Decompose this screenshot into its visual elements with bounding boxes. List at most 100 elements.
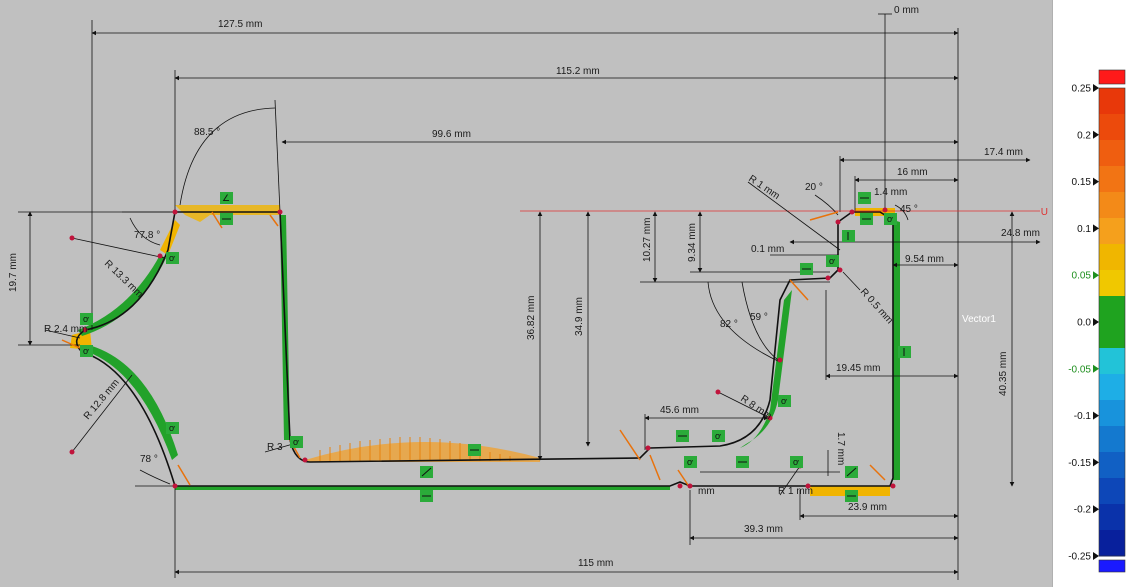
- vector-label: Vector1: [962, 314, 996, 325]
- scale-label: 0.1: [1077, 224, 1091, 235]
- marker-top-right-2[interactable]: ơ: [884, 213, 897, 225]
- svg-text:ơ: ơ: [829, 256, 835, 266]
- marker-bottom-right-3[interactable]: [845, 490, 858, 502]
- dim-115: 115 mm: [578, 558, 613, 569]
- dim-115-2: 115.2 mm: [556, 66, 600, 77]
- dim-r0-5: R 0.5 mm: [858, 287, 895, 327]
- scale-tick: [1093, 458, 1099, 467]
- scale-band: [1099, 400, 1125, 427]
- dim-17-4: 17.4 mm: [984, 147, 1023, 158]
- dim-20deg: 20 °: [805, 182, 823, 193]
- marker-neck-4[interactable]: [858, 192, 871, 204]
- dim-19-7: 19.7 mm: [8, 253, 19, 292]
- scale-label: -0.15: [1068, 458, 1091, 469]
- marker-right-wall[interactable]: [898, 346, 911, 358]
- dim-82deg: 82 °: [720, 319, 738, 330]
- scale-band: [1099, 192, 1125, 219]
- marker-top-plate-2[interactable]: [220, 213, 233, 225]
- marker-neck-3[interactable]: [842, 230, 855, 242]
- scale-tick: [1093, 552, 1099, 560]
- scale-band: [1099, 218, 1125, 245]
- scale-band: [1099, 452, 1125, 479]
- dim-r1-bottom: R 1 mm: [778, 486, 813, 497]
- scale-tick: [1093, 271, 1099, 280]
- dim-77-8: 77.8 °: [134, 230, 160, 241]
- marker-inner-corner[interactable]: ơ: [290, 436, 303, 448]
- marker-bottom-line[interactable]: [468, 444, 481, 456]
- dim-mm: mm: [698, 486, 715, 497]
- annotation-markers[interactable]: ∠ ơ ơ ơ ơ ơ ơ ơ ơ ơ ơ: [80, 192, 911, 502]
- svg-text:ơ: ơ: [715, 431, 721, 441]
- marker-base-1[interactable]: [420, 466, 433, 478]
- dim-r12-8: R 12.8 mm: [82, 377, 122, 422]
- dim-99-6: 99.6 mm: [432, 129, 471, 140]
- marker-curve-2[interactable]: ơ: [166, 422, 179, 434]
- deviation-green-right-slope: [740, 290, 792, 448]
- marker-step-1[interactable]: [676, 430, 689, 442]
- dim-r1-top: R 1 mm: [746, 173, 781, 202]
- dim-10-27: 10.27 mm: [642, 218, 653, 262]
- dim-0-1: 0.1 mm: [751, 244, 784, 255]
- deviation-green-lower-curve: [88, 346, 178, 460]
- dim-9-54: 9.54 mm: [905, 254, 944, 265]
- dim-34-9: 34.9 mm: [574, 297, 585, 336]
- deviation-green-upper-curve: [78, 255, 166, 336]
- scale-label: 0.15: [1072, 177, 1092, 188]
- scale-tick: [1093, 411, 1099, 420]
- scale-tick: [1093, 224, 1099, 233]
- scale-label: -0.25: [1068, 552, 1091, 563]
- scale-band: [1099, 296, 1125, 323]
- scale-tick: [1093, 130, 1099, 139]
- svg-text:ơ: ơ: [169, 423, 175, 433]
- marker-bottom-right-1[interactable]: ơ: [790, 456, 803, 468]
- scale-tick: [1093, 318, 1099, 326]
- deviation-bottom-green: [175, 486, 670, 490]
- scale-band: [1099, 374, 1125, 401]
- color-scale-svg: 0.250.20.150.10.050.0-0.05-0.1-0.15-0.2-…: [1068, 69, 1126, 573]
- marker-step-4[interactable]: [736, 456, 749, 468]
- dim-40-35: 40.35 mm: [998, 352, 1009, 396]
- marker-step-2[interactable]: ơ: [712, 430, 725, 442]
- dim-39-3: 39.3 mm: [744, 524, 783, 535]
- svg-text:ơ: ơ: [793, 457, 799, 467]
- scale-label: 0.25: [1072, 84, 1092, 95]
- scale-overflow-top: [1098, 69, 1126, 85]
- marker-bottom-right-2[interactable]: [845, 466, 858, 478]
- marker-base-2[interactable]: [420, 490, 433, 502]
- marker-left-1[interactable]: ơ: [80, 313, 93, 325]
- marker-step-3[interactable]: ơ: [684, 456, 697, 468]
- dim-r3: R 3: [267, 442, 283, 453]
- svg-text:ơ: ơ: [169, 253, 175, 263]
- marker-curve-1[interactable]: ơ: [166, 252, 179, 264]
- dim-23-9: 23.9 mm: [848, 502, 887, 513]
- marker-slope[interactable]: ơ: [778, 395, 791, 407]
- svg-text:ơ: ơ: [293, 437, 299, 447]
- dim-r2-4: R 2.4 mm: [44, 324, 87, 335]
- marker-neck-1[interactable]: [800, 263, 813, 275]
- scale-tick: [1093, 177, 1099, 186]
- scale-tick: [1093, 84, 1099, 92]
- dim-36-82: 36.82 mm: [526, 296, 537, 340]
- scale-label: -0.1: [1074, 411, 1092, 422]
- dim-127-5: 127.5 mm: [218, 19, 262, 30]
- dim-24-8: 24.8 mm: [1001, 228, 1040, 239]
- vertex-points: [69, 207, 896, 489]
- scale-label: -0.05: [1068, 364, 1091, 375]
- dim-45deg: 45 °: [900, 204, 918, 215]
- dim-78deg: 78 °: [140, 454, 158, 465]
- marker-top-right-1[interactable]: [860, 213, 873, 225]
- axis-u-label: U: [1041, 207, 1048, 218]
- dim-1-7: 1.7 mm: [835, 432, 846, 465]
- dim-1-4: 1.4 mm: [874, 187, 907, 198]
- scale-band: [1099, 88, 1125, 115]
- dim-r13-3: R 13.3 mm: [102, 258, 145, 300]
- marker-left-2[interactable]: ơ: [80, 345, 93, 357]
- dim-16: 16 mm: [897, 167, 928, 178]
- marker-top-plate[interactable]: ∠: [220, 192, 233, 204]
- deviation-green-right-wall: [893, 220, 900, 480]
- marker-neck-2[interactable]: ơ: [826, 255, 839, 267]
- deviation-hatch: [319, 437, 511, 461]
- dim-88-5: 88.5 °: [194, 127, 220, 138]
- measurement-canvas[interactable]: ∠ ơ ơ ơ ơ ơ ơ ơ ơ ơ ơ: [0, 0, 1052, 587]
